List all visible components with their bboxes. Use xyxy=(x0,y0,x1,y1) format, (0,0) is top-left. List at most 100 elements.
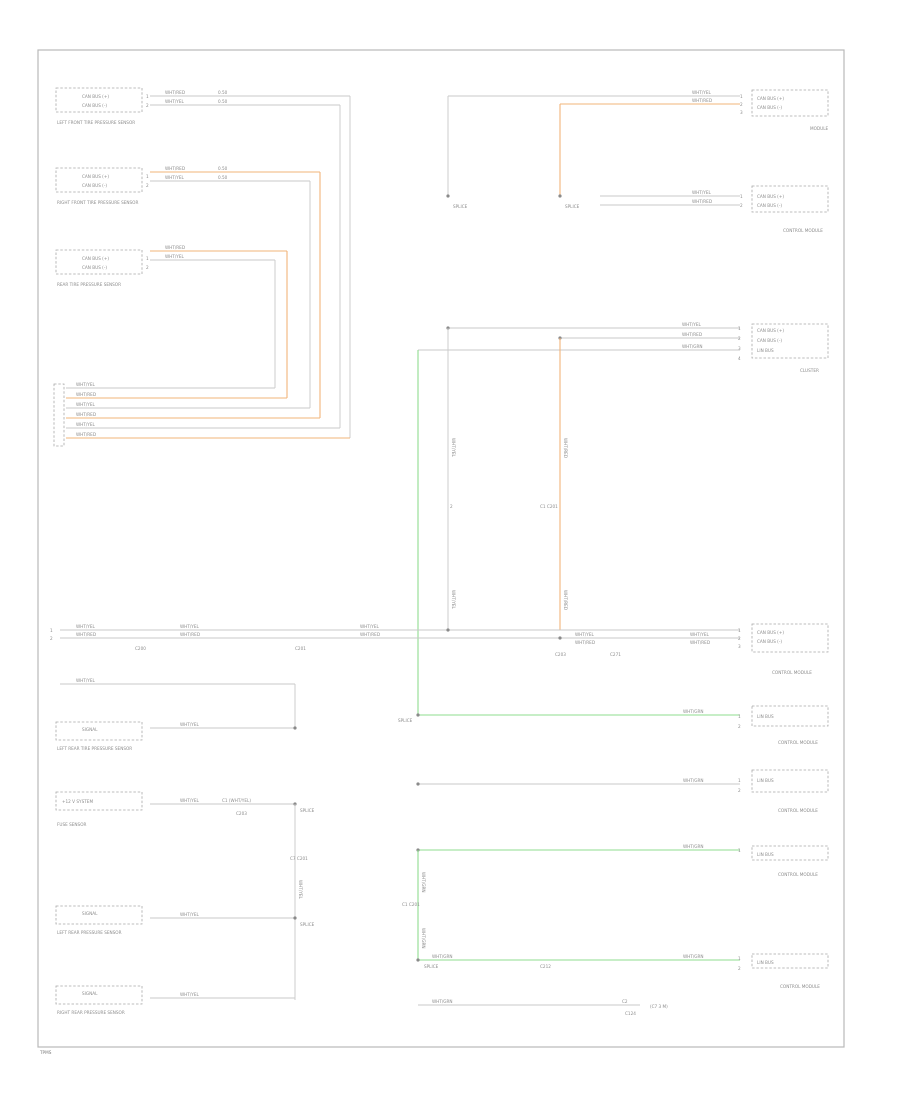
lf-sensor-box xyxy=(55,87,143,113)
svg-text:WHT/YEL: WHT/YEL xyxy=(76,422,95,427)
svg-text:WHT/YEL: WHT/YEL xyxy=(180,722,199,727)
svg-text:RIGHT REAR PRESSURE SENSOR: RIGHT REAR PRESSURE SENSOR xyxy=(57,1010,125,1015)
svg-text:WHT/YEL: WHT/YEL xyxy=(360,624,379,629)
svg-text:LIN BUS: LIN BUS xyxy=(757,714,774,719)
svg-text:2: 2 xyxy=(738,788,741,793)
right-fourth-module: 1 2 3 CAN BUS (+) CAN BUS (-) CONTROL MO… xyxy=(738,623,829,675)
svg-text:C1 C201: C1 C201 xyxy=(402,902,420,907)
svg-text:WHT/RED: WHT/RED xyxy=(360,632,380,637)
right-seventh-module: 1 LIN BUS CONTROL MODULE xyxy=(738,845,829,877)
svg-text:2: 2 xyxy=(740,203,743,208)
svg-text:WHT/RED: WHT/RED xyxy=(563,438,568,458)
svg-text:C2: C2 xyxy=(622,999,628,1004)
svg-text:WHT/GRN: WHT/GRN xyxy=(421,928,426,949)
svg-text:WHT/GRN: WHT/GRN xyxy=(683,954,704,959)
lf-sensor-group: CAN BUS (+) CAN BUS (-) 1 2 LEFT FRONT T… xyxy=(55,87,149,125)
mid-connector: 1 2 xyxy=(50,628,53,641)
svg-text:LEFT REAR TIRE PRESSURE SENSOR: LEFT REAR TIRE PRESSURE SENSOR xyxy=(57,746,132,751)
svg-text:WHT/GRN: WHT/GRN xyxy=(683,778,704,783)
svg-text:WHT/YEL: WHT/YEL xyxy=(298,880,303,899)
svg-text:CONTROL MODULE: CONTROL MODULE xyxy=(772,670,812,675)
svg-text:WHT/YEL: WHT/YEL xyxy=(575,632,594,637)
left-connector: WHT/YEL WHT/RED WHT/YEL WHT/RED WHT/YEL … xyxy=(53,382,350,447)
svg-text:WHT/YEL: WHT/YEL xyxy=(180,992,199,997)
svg-text:WHT/YEL: WHT/YEL xyxy=(451,438,456,457)
svg-text:1: 1 xyxy=(738,628,741,633)
svg-text:WHT/RED: WHT/RED xyxy=(76,632,96,637)
svg-text:LEFT REAR PRESSURE SENSOR: LEFT REAR PRESSURE SENSOR xyxy=(57,930,122,935)
svg-text:3: 3 xyxy=(738,644,741,649)
svg-text:LIN BUS: LIN BUS xyxy=(757,348,774,353)
svg-text:C212: C212 xyxy=(540,964,551,969)
svg-text:WHT/GRN: WHT/GRN xyxy=(421,872,426,893)
right-third-module: 1 2 3 4 CAN BUS (+) CAN BUS (-) LIN BUS … xyxy=(738,323,829,373)
svg-text:WHT/RED: WHT/RED xyxy=(180,632,200,637)
svg-text:LIN BUS: LIN BUS xyxy=(757,852,774,857)
svg-text:C1 (WHT/YEL): C1 (WHT/YEL) xyxy=(222,798,251,803)
rf-sensor-box xyxy=(55,167,143,193)
svg-text:WHT/GRN: WHT/GRN xyxy=(683,709,704,714)
svg-text:WHT/RED: WHT/RED xyxy=(692,199,712,204)
svg-text:0.50: 0.50 xyxy=(218,99,228,104)
rear-sensor-box xyxy=(55,249,143,275)
left-connector-box xyxy=(53,383,65,447)
svg-text:1: 1 xyxy=(740,194,743,199)
svg-text:(C7 3 M): (C7 3 M) xyxy=(650,1004,668,1009)
svg-text:WHT/RED: WHT/RED xyxy=(692,98,712,103)
right-fifth-module: 1 2 LIN BUS CONTROL MODULE xyxy=(738,705,829,745)
svg-text:CAN BUS (-): CAN BUS (-) xyxy=(82,265,107,270)
svg-text:4: 4 xyxy=(738,356,741,361)
rear-pin-num: 2 xyxy=(146,265,149,270)
svg-text:2: 2 xyxy=(450,504,453,509)
svg-text:2: 2 xyxy=(738,636,741,641)
rear-sensor-group: CAN BUS (+) CAN BUS (-) 1 2 REAR TIRE PR… xyxy=(55,249,149,287)
svg-text:1: 1 xyxy=(50,628,53,633)
svg-text:LIN BUS: LIN BUS xyxy=(757,778,774,783)
svg-text:CONTROL MODULE: CONTROL MODULE xyxy=(783,228,823,233)
svg-text:WHT/YEL: WHT/YEL xyxy=(682,322,701,327)
svg-text:C271: C271 xyxy=(610,652,621,657)
rf-sensor-label: RIGHT FRONT TIRE PRESSURE SENSOR xyxy=(57,200,138,205)
svg-text:+12 V SYSTEM: +12 V SYSTEM xyxy=(62,799,93,804)
svg-text:WHT/RED: WHT/RED xyxy=(690,640,710,645)
svg-text:WHT/RED: WHT/RED xyxy=(76,392,96,397)
svg-text:WHT/YEL: WHT/YEL xyxy=(165,175,184,180)
rf-pin-num: 2 xyxy=(146,183,149,188)
svg-text:WHT/GRN: WHT/GRN xyxy=(683,844,704,849)
splice-top-right-label: SPLICE xyxy=(565,204,580,209)
splice-lower-mid-label: SPLICE xyxy=(424,964,439,969)
splice-lower-left-label: SPLICE xyxy=(300,808,315,813)
svg-text:C203: C203 xyxy=(555,652,566,657)
svg-text:WHT/GRN: WHT/GRN xyxy=(432,954,453,959)
splice-top-left-label: SPLICE xyxy=(453,204,468,209)
svg-text:0.50: 0.50 xyxy=(218,166,228,171)
svg-text:WHT/RED: WHT/RED xyxy=(165,245,185,250)
rf-pin-num: 1 xyxy=(146,174,149,179)
fuse-sensor-group: +12 V SYSTEM FUSE SENSOR xyxy=(55,791,143,827)
svg-text:WHT/YEL: WHT/YEL xyxy=(692,190,711,195)
svg-text:2: 2 xyxy=(50,636,53,641)
svg-text:1: 1 xyxy=(738,956,741,961)
svg-text:C124: C124 xyxy=(625,1011,636,1016)
svg-text:WHT/RED: WHT/RED xyxy=(165,166,185,171)
footer-code: TPMS xyxy=(39,1050,52,1055)
lf-pin-label: CAN BUS (+) xyxy=(82,94,109,99)
svg-text:WHT/RED: WHT/RED xyxy=(165,90,185,95)
rr-rear-sensor-group: SIGNAL RIGHT REAR PRESSURE SENSOR xyxy=(55,985,143,1015)
svg-text:CONTROL MODULE: CONTROL MODULE xyxy=(780,984,820,989)
svg-text:SIGNAL: SIGNAL xyxy=(82,991,98,996)
svg-text:CAN BUS (-): CAN BUS (-) xyxy=(757,338,782,343)
svg-text:WHT/YEL: WHT/YEL xyxy=(165,254,184,259)
svg-text:WHT/GRN: WHT/GRN xyxy=(432,999,453,1004)
svg-text:LIN BUS: LIN BUS xyxy=(757,960,774,965)
diagram-frame xyxy=(37,49,845,1048)
svg-text:2: 2 xyxy=(738,336,741,341)
svg-text:SIGNAL: SIGNAL xyxy=(82,911,98,916)
svg-text:2: 2 xyxy=(738,966,741,971)
svg-text:CONTROL MODULE: CONTROL MODULE xyxy=(778,808,818,813)
svg-text:FUSE SENSOR: FUSE SENSOR xyxy=(57,822,86,827)
svg-text:WHT/RED: WHT/RED xyxy=(682,332,702,337)
svg-text:CONTROL MODULE: CONTROL MODULE xyxy=(778,740,818,745)
svg-text:WHT/YEL: WHT/YEL xyxy=(165,99,184,104)
